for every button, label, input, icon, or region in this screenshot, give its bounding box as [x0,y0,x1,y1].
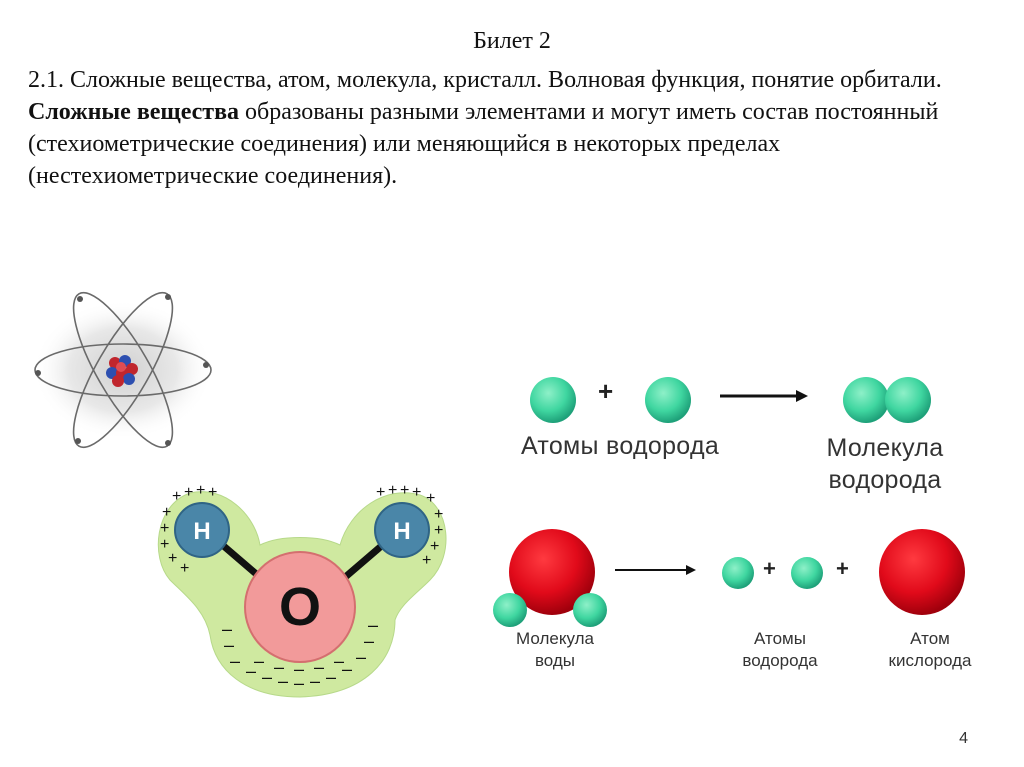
svg-text:–: – [356,647,366,667]
definition-term: Сложные вещества [28,99,240,125]
svg-text:+: + [208,484,217,501]
oxygen-symbol: O [279,577,321,637]
svg-text:+: + [412,484,421,501]
negative-charges: – – – – – – – – – – – – – – – – – – [222,615,378,693]
svg-text:–: – [278,671,288,691]
water-decomposition-reaction [493,529,965,627]
svg-text:+: + [426,490,435,507]
slide-heading: 2.1. Сложные вещества, атом, молекула, к… [28,67,942,93]
svg-text:–: – [274,657,284,677]
oxygen-atom-label: Атом кислорода [888,629,972,670]
water-plus-1: + [763,556,776,581]
hydrogen-symbol-left: H [193,518,210,545]
hydrogen-atom-2 [645,377,691,423]
atom-nucleus [106,355,138,387]
water-oxygen [509,529,595,615]
free-oxygen [879,529,965,615]
hydrogen-molecule-label: Молекула водорода [810,432,960,496]
free-hydrogen-2 [791,557,823,589]
svg-text:+: + [430,538,439,555]
water-hydrogen-atoms-label: Атомы водорода [742,629,818,670]
water-hydrogen-right [573,593,607,627]
water-hydrogen-left [493,593,527,627]
hydrogen-atom-1 [530,377,576,423]
water-plus-2: + [836,556,849,581]
hydrogen-plus: + [598,376,614,406]
svg-text:–: – [326,667,336,687]
svg-text:+: + [434,506,443,523]
atom-illustration [33,291,213,449]
svg-text:+: + [422,552,431,569]
svg-text:+: + [162,504,171,521]
svg-text:–: – [230,651,240,671]
svg-text:–: – [246,661,256,681]
svg-text:+: + [180,560,189,577]
svg-text:–: – [222,619,232,639]
svg-text:+: + [196,482,205,499]
svg-text:–: – [364,631,374,651]
svg-text:+: + [184,484,193,501]
svg-text:–: – [314,657,324,677]
definition-text: образованы разными элементами и могут им… [28,99,939,189]
svg-text:+: + [388,482,397,499]
page-number: 4 [959,730,968,747]
svg-text:–: – [262,667,272,687]
svg-text:–: – [334,651,344,671]
svg-text:+: + [172,488,181,505]
svg-text:+: + [376,484,385,501]
water-molecule-diagram: O H H + + + + + + + + + + + + + + + + + … [157,482,447,698]
svg-text:–: – [310,671,320,691]
slide-title: Билет 2 [473,28,551,54]
hydrogen-molecule-label-line1: Молекула [826,434,944,462]
definition-paragraph: Сложные вещества образованы разными элем… [28,96,988,192]
svg-text:–: – [224,635,234,655]
positive-charges: + + + + + + + + + + + + + + + + + + [160,482,443,577]
svg-text:+: + [168,550,177,567]
h2-atom-a [843,377,889,423]
svg-text:+: + [160,520,169,537]
h2-atom-b [885,377,931,423]
hydrogen-symbol-right: H [393,518,410,545]
svg-text:–: – [368,615,378,635]
hydrogen-molecule-reaction [530,377,931,423]
slide-body: 2.1. Сложные вещества, атом, молекула, к… [28,64,988,192]
svg-text:–: – [294,659,304,679]
svg-text:+: + [400,482,409,499]
svg-text:–: – [342,659,352,679]
svg-text:+: + [160,536,169,553]
hydrogen-molecule-label-line2: водорода [828,466,942,494]
hydrogen-atoms-label: Атомы водорода [520,432,720,460]
water-molecule-label: Молекула воды [516,629,594,670]
free-hydrogen-1 [722,557,754,589]
svg-text:–: – [254,651,264,671]
svg-text:–: – [294,673,304,693]
svg-text:+: + [434,522,443,539]
